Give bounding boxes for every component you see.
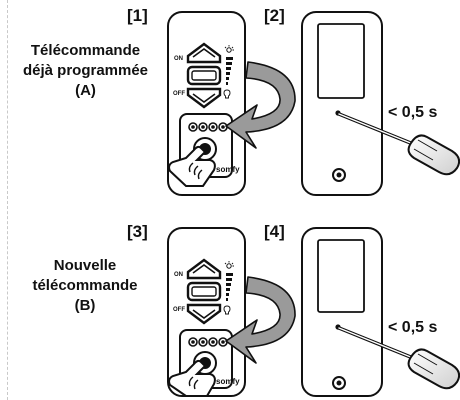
stop-button-icon-b	[186, 281, 222, 302]
caption-a-line3: (A)	[75, 82, 96, 99]
stop-button-icon	[186, 65, 222, 86]
flip-arrow-icon-b	[225, 276, 296, 364]
caption-b-line1: Nouvelle	[53, 257, 117, 274]
caption-a-line1: Télécommande	[30, 42, 141, 59]
step-label-4: [4]	[264, 222, 285, 241]
up-button-icon-b	[186, 258, 222, 280]
flip-arrow-icon	[225, 61, 296, 149]
caption-remote-b: Nouvelle télécommande (B)	[20, 256, 150, 316]
screwdriver-icon	[337, 112, 460, 176]
on-label-b: ON	[174, 272, 183, 278]
indicator-leds-icon-b	[188, 337, 228, 347]
indicator-leds-icon	[188, 122, 228, 132]
light-level-icon	[223, 45, 234, 99]
off-label: OFF	[173, 91, 185, 97]
remote-front-a: ON OFF	[167, 11, 246, 196]
caption-a-line2: déjà programmée	[22, 62, 149, 79]
remote-front-b: ON OFF	[167, 227, 246, 397]
step-label-2: [2]	[264, 6, 285, 25]
caption-remote-a: Télécommande déjà programmée (A)	[8, 41, 163, 101]
up-button-icon	[186, 42, 222, 64]
brand-logo-b: somfy	[216, 377, 240, 386]
pointing-hand-icon-b	[168, 359, 216, 397]
press-time-label-top: < 0,5 s	[388, 104, 438, 121]
remote-back-b	[301, 227, 383, 397]
off-label-b: OFF	[173, 307, 185, 313]
remote-back-a	[301, 11, 383, 196]
on-label: ON	[174, 56, 183, 62]
caption-b-line2: télécommande	[32, 277, 138, 294]
down-button-icon-b	[186, 303, 222, 325]
screwdriver-icon-b	[337, 326, 460, 390]
light-level-icon-b	[223, 261, 234, 315]
pointing-hand-icon	[168, 145, 216, 187]
step-label-1: [1]	[127, 6, 148, 25]
step-label-3: [3]	[127, 222, 148, 241]
brand-logo: somfy	[216, 165, 240, 174]
down-button-icon	[186, 87, 222, 109]
margin-guide-line	[7, 0, 8, 400]
press-time-label-bottom: < 0,5 s	[388, 319, 438, 336]
caption-b-line3: (B)	[74, 297, 96, 314]
